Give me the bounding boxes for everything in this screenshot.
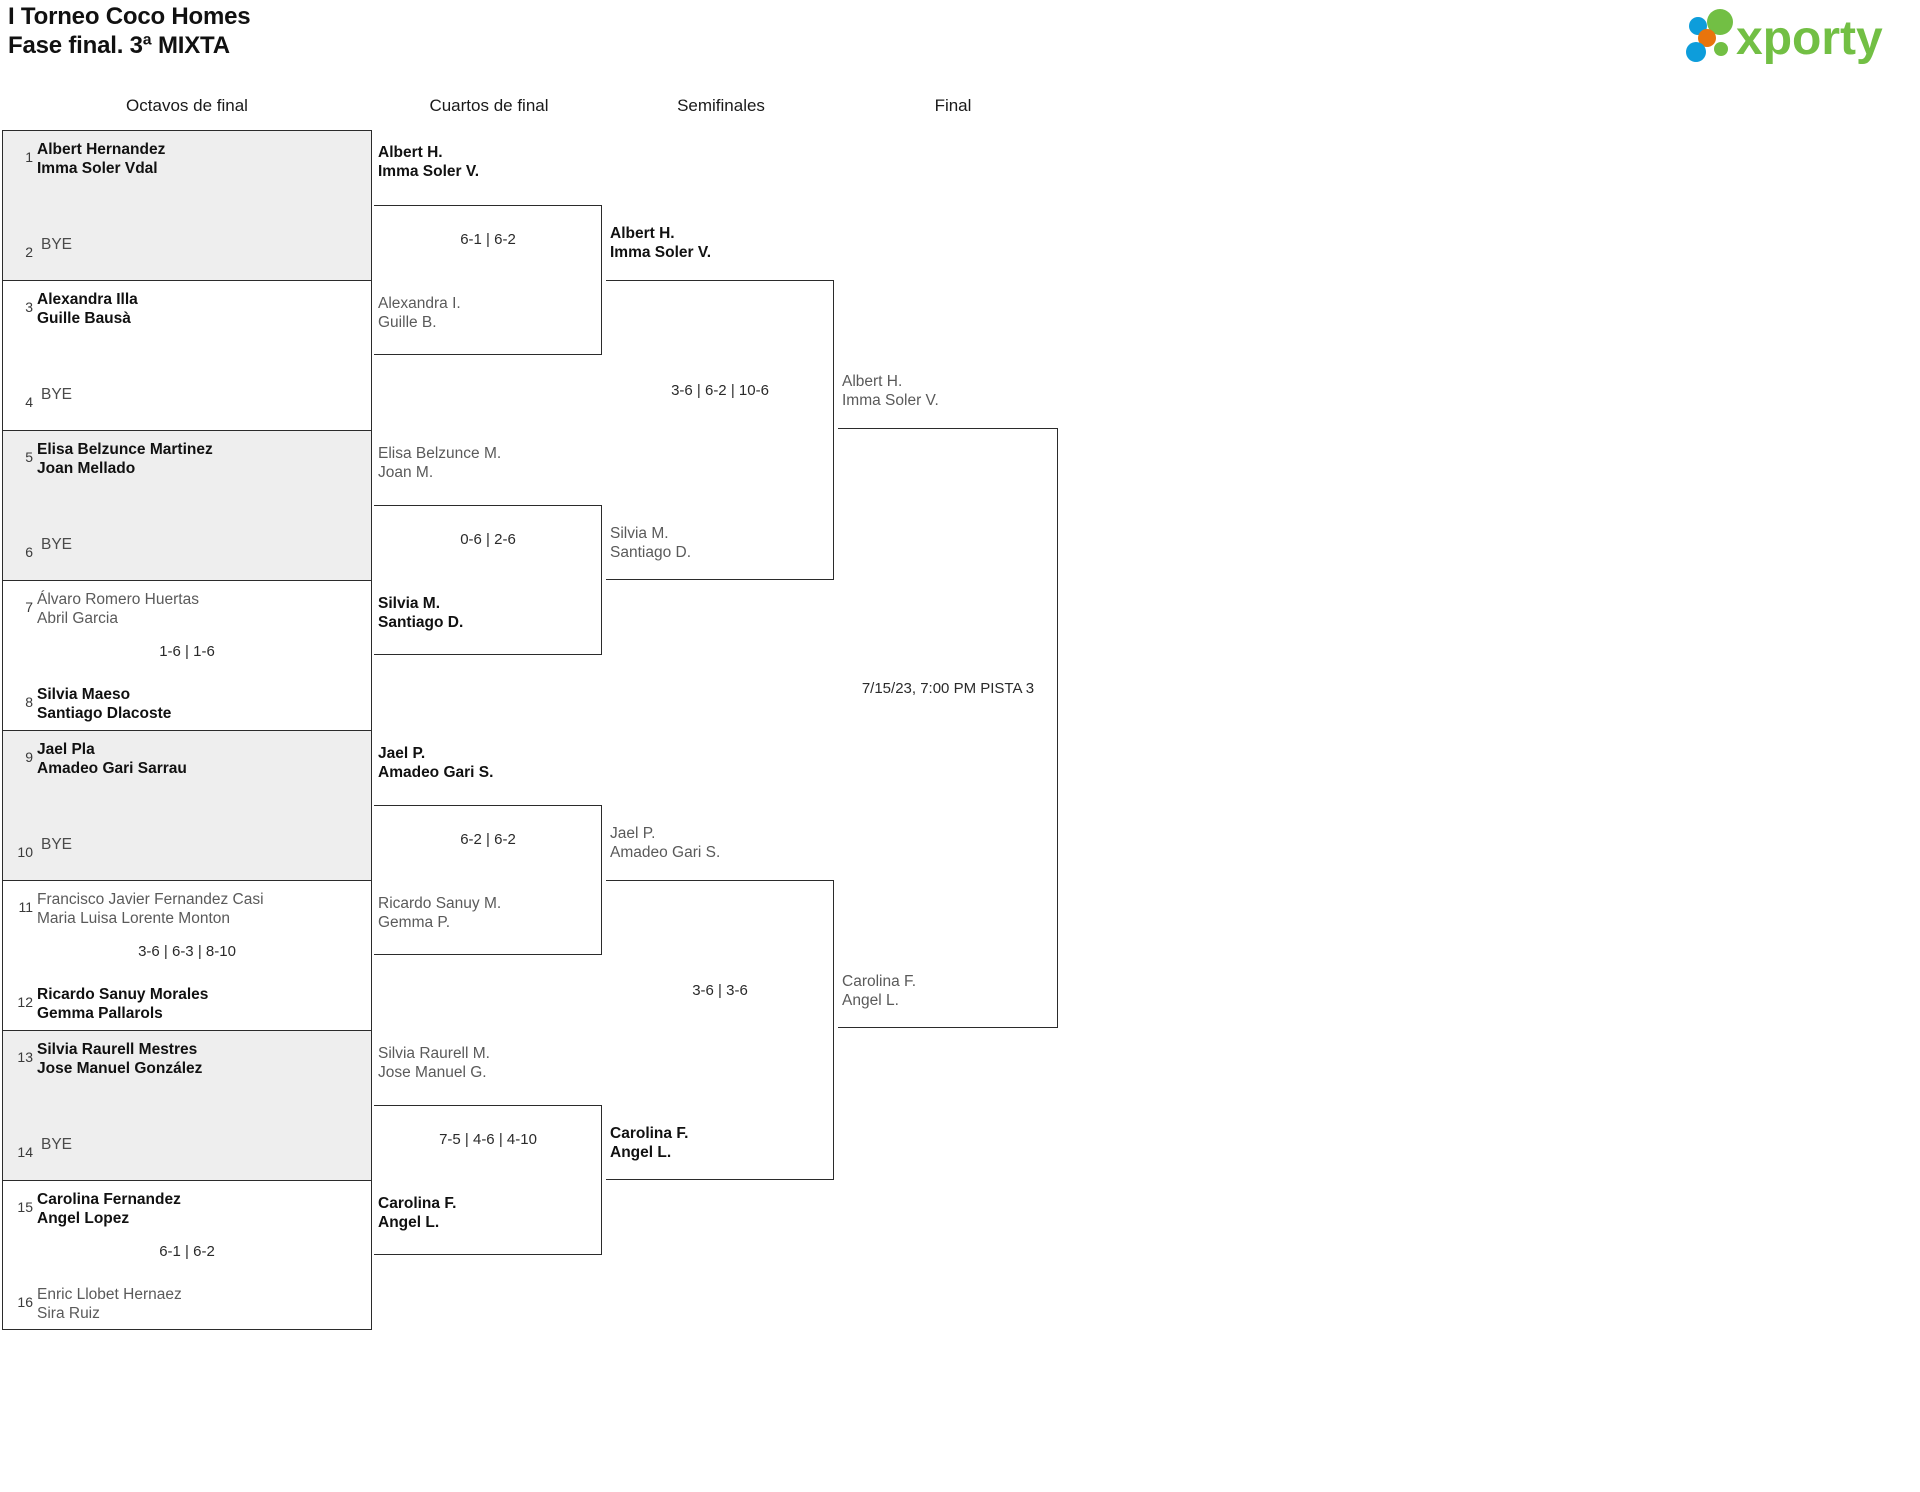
player-slot-bottom-bye: BYE bbox=[41, 836, 73, 853]
r2-m1-player-top: Albert H. Imma Soler V. bbox=[378, 144, 480, 180]
r3-match-1[interactable] bbox=[606, 280, 834, 580]
r2-match-1[interactable] bbox=[374, 205, 602, 355]
r2-m2-player-top: Elisa Belzunce M. Joan M. bbox=[378, 445, 502, 481]
r2-m1-score: 6-1 | 6-2 bbox=[460, 231, 516, 248]
r2-m3-player-bottom: Ricardo Sanuy M. Gemma P. bbox=[378, 895, 502, 931]
r1-match-7[interactable]: 13 Silvia Raurell Mestres Jose Manuel Go… bbox=[2, 1030, 372, 1180]
round-header-cuartos: Cuartos de final bbox=[429, 96, 549, 115]
r1-match-6[interactable]: 11 Francisco Javier Fernandez Casi Maria… bbox=[2, 880, 372, 1030]
seed-number: 4 bbox=[25, 394, 33, 410]
r2-m4-score: 7-5 | 4-6 | 4-10 bbox=[439, 1131, 537, 1148]
player-slot-top: Alexandra Illa Guille Bausà bbox=[37, 291, 138, 327]
seed-number: 2 bbox=[25, 244, 33, 260]
r4-player-top: Albert H. Imma Soler V. bbox=[842, 373, 939, 409]
r1-match-2[interactable]: 3 Alexandra Illa Guille Bausà 4 BYE bbox=[2, 280, 372, 430]
seed-number: 3 bbox=[25, 299, 33, 315]
player-slot-bottom: Ricardo Sanuy Morales Gemma Pallarols bbox=[37, 986, 209, 1022]
tournament-name: I Torneo Coco Homes bbox=[8, 3, 251, 30]
seed-number: 1 bbox=[25, 149, 33, 165]
round-header-semis: Semifinales bbox=[677, 96, 765, 115]
player-slot-bottom: Enric Llobet Hernaez Sira Ruiz bbox=[37, 1286, 182, 1322]
seed-number: 7 bbox=[25, 599, 33, 615]
match-score: 3-6 | 6-3 | 8-10 bbox=[138, 943, 236, 960]
player-slot-bottom-bye: BYE bbox=[41, 1136, 73, 1153]
seed-number: 11 bbox=[18, 899, 33, 915]
r1-match-8[interactable]: 15 Carolina Fernandez Angel Lopez 6-1 | … bbox=[2, 1180, 372, 1330]
player-slot-top: Elisa Belzunce Martinez Joan Mellado bbox=[37, 441, 213, 477]
match-score: 6-1 | 6-2 bbox=[159, 1243, 215, 1260]
player-slot-top: Francisco Javier Fernandez Casi Maria Lu… bbox=[37, 891, 264, 927]
player-slot-bottom: Silvia Maeso Santiago Dlacoste bbox=[37, 686, 172, 722]
r2-match-3[interactable] bbox=[374, 805, 602, 955]
xporty-logo: xporty bbox=[1674, 8, 1904, 65]
player-slot-bottom-bye: BYE bbox=[41, 536, 73, 553]
final-schedule: 7/15/23, 7:00 PM PISTA 3 bbox=[861, 680, 1035, 697]
r2-match-4[interactable] bbox=[374, 1105, 602, 1255]
page-title: I Torneo Coco Homes Fase final. 3ª MIXTA bbox=[8, 2, 251, 60]
logo-dot-green-big bbox=[1707, 9, 1733, 35]
logo-dot-orange bbox=[1698, 29, 1716, 47]
round-header-octavos: Octavos de final bbox=[126, 96, 248, 115]
seed-number: 6 bbox=[25, 544, 33, 560]
r2-m3-score: 6-2 | 6-2 bbox=[460, 831, 516, 848]
r3-m2-player-top: Jael P. Amadeo Gari S. bbox=[610, 825, 721, 861]
r3-m2-score: 3-6 | 3-6 bbox=[692, 982, 748, 999]
seed-number: 9 bbox=[25, 749, 33, 765]
player-slot-top: Jael Pla Amadeo Gari Sarrau bbox=[37, 741, 187, 777]
r2-m2-score: 0-6 | 2-6 bbox=[460, 531, 516, 548]
r1-match-5[interactable]: 9 Jael Pla Amadeo Gari Sarrau 10 BYE bbox=[2, 730, 372, 880]
r2-m2-player-bottom: Silvia M. Santiago D. bbox=[378, 595, 464, 631]
match-score: 1-6 | 1-6 bbox=[159, 643, 215, 660]
logo-dot-green-small bbox=[1714, 42, 1728, 56]
player-slot-bottom-bye: BYE bbox=[41, 236, 73, 253]
r3-m2-player-bottom: Carolina F. Angel L. bbox=[610, 1125, 689, 1161]
xporty-logo-svg: xporty bbox=[1686, 9, 1883, 65]
logo-wordmark: xporty bbox=[1736, 12, 1883, 64]
logo-dot-blue-bottom bbox=[1686, 42, 1706, 62]
seed-number: 5 bbox=[25, 449, 33, 465]
r2-m4-player-top: Silvia Raurell M. Jose Manuel G. bbox=[378, 1045, 490, 1081]
seed-number: 15 bbox=[17, 1199, 33, 1215]
seed-number: 13 bbox=[17, 1049, 33, 1065]
r3-match-2[interactable] bbox=[606, 880, 834, 1180]
seed-number: 10 bbox=[17, 844, 33, 860]
r1-match-3[interactable]: 5 Elisa Belzunce Martinez Joan Mellado 6… bbox=[2, 430, 372, 580]
player-slot-top: Silvia Raurell Mestres Jose Manuel Gonzá… bbox=[37, 1041, 203, 1077]
seed-number: 16 bbox=[17, 1294, 33, 1310]
r1-match-1[interactable]: 1 Albert Hernandez Imma Soler Vdal 2 BYE bbox=[2, 130, 372, 280]
r3-m1-score: 3-6 | 6-2 | 10-6 bbox=[671, 382, 769, 399]
r4-player-bottom: Carolina F. Angel L. bbox=[842, 973, 917, 1009]
seed-number: 12 bbox=[17, 994, 33, 1010]
tournament-phase: Fase final. 3ª MIXTA bbox=[8, 32, 230, 59]
round-header-final: Final bbox=[934, 96, 972, 115]
r4-match-final[interactable] bbox=[838, 428, 1058, 1028]
seed-number: 8 bbox=[25, 694, 33, 710]
player-slot-top: Albert Hernandez Imma Soler Vdal bbox=[37, 141, 166, 177]
r3-m1-player-bottom: Silvia M. Santiago D. bbox=[610, 525, 691, 561]
r2-m1-player-bottom: Alexandra I. Guille B. bbox=[378, 295, 461, 331]
player-slot-bottom-bye: BYE bbox=[41, 386, 73, 403]
player-slot-top: Carolina Fernandez Angel Lopez bbox=[37, 1191, 181, 1227]
seed-number: 14 bbox=[17, 1144, 33, 1160]
r1-match-4[interactable]: 7 Álvaro Romero Huertas Abril Garcia 1-6… bbox=[2, 580, 372, 730]
player-slot-top: Álvaro Romero Huertas Abril Garcia bbox=[37, 591, 199, 627]
r2-m4-player-bottom: Carolina F. Angel L. bbox=[378, 1195, 457, 1231]
r2-match-2[interactable] bbox=[374, 505, 602, 655]
r3-m1-player-top: Albert H. Imma Soler V. bbox=[610, 225, 712, 261]
round-1-column: 1 Albert Hernandez Imma Soler Vdal 2 BYE… bbox=[2, 130, 372, 1330]
r2-m3-player-top: Jael P. Amadeo Gari S. bbox=[378, 745, 494, 781]
